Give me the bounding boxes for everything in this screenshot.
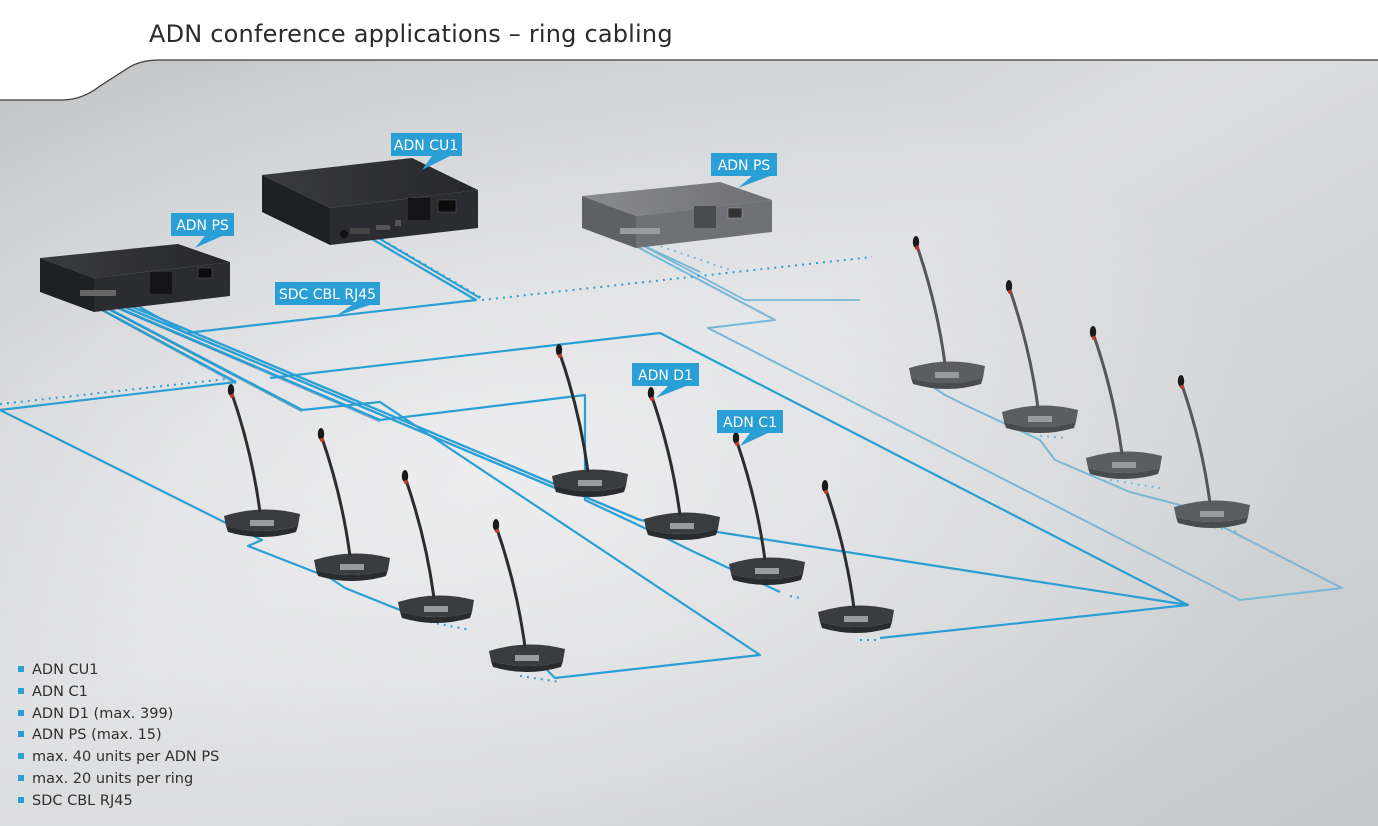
conference-unit bbox=[1002, 280, 1078, 433]
callout-adn-ps-right: ADN PS bbox=[711, 153, 777, 188]
legend-item: ADN D1 (max. 399) bbox=[18, 704, 219, 726]
callout-adn-cu1: ADN CU1 bbox=[391, 133, 462, 170]
background-highlight bbox=[0, 60, 1378, 826]
callout-label-sdc-cbl: SDC CBL RJ45 bbox=[279, 287, 376, 303]
page-title: ADN conference applications – ring cabli… bbox=[149, 20, 673, 48]
conference-unit bbox=[644, 387, 720, 540]
legend-bullet-icon bbox=[18, 796, 24, 803]
header-edge-line bbox=[0, 59, 1378, 101]
callout-sdc-cbl: SDC CBL RJ45 bbox=[275, 282, 380, 316]
legend-item: SDC CBL RJ45 bbox=[18, 791, 219, 813]
callout-adn-c1: ADN C1 bbox=[717, 410, 783, 446]
conference-unit bbox=[398, 470, 474, 623]
cable-ring-right bbox=[627, 241, 1343, 601]
adn-cu1-device bbox=[262, 158, 478, 245]
legend-bullet-icon bbox=[18, 753, 24, 760]
legend-bullet-icon bbox=[18, 687, 24, 694]
cable-cu1-to-ps bbox=[119, 231, 478, 335]
callout-adn-d1: ADN D1 bbox=[632, 363, 699, 398]
conference-unit bbox=[818, 480, 894, 633]
callout-label-cu1: ADN CU1 bbox=[394, 138, 458, 154]
callout-label-c1: ADN C1 bbox=[723, 415, 777, 431]
legend-item: max. 40 units per ADN PS bbox=[18, 747, 219, 769]
legend-item: ADN CU1 bbox=[18, 660, 219, 682]
cable-dotted-links bbox=[0, 235, 880, 683]
cable-ring-2 bbox=[301, 400, 762, 680]
conference-unit bbox=[1086, 326, 1162, 479]
conference-unit bbox=[489, 519, 565, 672]
legend-bullet-icon bbox=[18, 731, 24, 738]
conference-units bbox=[224, 236, 1250, 672]
legend-item: ADN C1 bbox=[18, 682, 219, 704]
conference-unit bbox=[314, 428, 390, 581]
cable-ring-3 bbox=[379, 393, 781, 593]
adn-ps-right-device bbox=[582, 182, 772, 248]
legend-item: ADN PS (max. 15) bbox=[18, 725, 219, 747]
conference-unit bbox=[224, 384, 300, 537]
conference-unit bbox=[909, 236, 985, 389]
conference-unit bbox=[729, 432, 805, 585]
conference-unit bbox=[1174, 375, 1250, 528]
legend-bullet-icon bbox=[18, 774, 24, 781]
cable-bundle-left-ps bbox=[83, 298, 641, 522]
adn-ps-left-device bbox=[40, 244, 230, 312]
conference-unit bbox=[552, 344, 628, 497]
legend: ADN CU1 ADN C1 ADN D1 (max. 399) ADN PS … bbox=[18, 660, 219, 813]
callout-label-d1: ADN D1 bbox=[638, 368, 693, 384]
callout-adn-ps-left: ADN PS bbox=[171, 213, 234, 248]
legend-bullet-icon bbox=[18, 666, 24, 672]
legend-item: max. 20 units per ring bbox=[18, 769, 219, 791]
callout-label-ps-left: ADN PS bbox=[176, 218, 229, 234]
legend-bullet-icon bbox=[18, 709, 24, 716]
cable-ring-4 bbox=[269, 331, 1190, 607]
callout-label-ps-right: ADN PS bbox=[718, 158, 771, 174]
